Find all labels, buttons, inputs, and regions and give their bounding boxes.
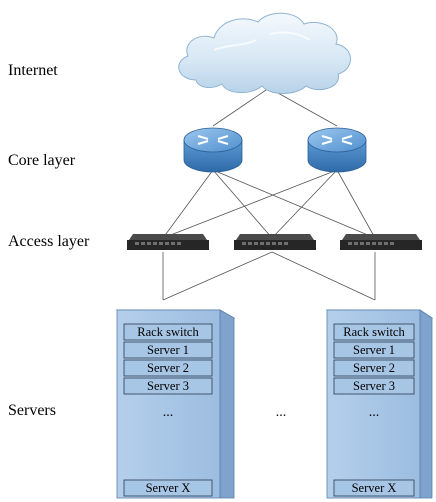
link-core1-access2 — [212, 169, 273, 239]
server-slot — [123, 341, 213, 359]
server-label: Server 3 — [353, 379, 395, 393]
connection-lines — [162, 87, 376, 301]
server-rack-1: Rack switch Server 1 Server 2 Server 3 .… — [115, 309, 236, 499]
server-rack-2: Rack switch Server 1 Server 2 Server 3 .… — [325, 309, 434, 499]
rack-ellipsis: ... — [163, 405, 174, 420]
router-icon — [183, 127, 243, 173]
between-racks-ellipsis: ... — [276, 405, 287, 420]
layer-label-internet: Internet — [8, 62, 58, 79]
link-core1-access1 — [162, 169, 214, 239]
server-x-label: Server X — [352, 481, 397, 495]
server-label: Server 2 — [353, 361, 395, 375]
link-internet-router-2 — [268, 87, 338, 127]
link-core2-access3 — [336, 169, 376, 239]
server-label: Server 1 — [147, 343, 189, 357]
server-slot — [123, 479, 213, 497]
network-switch-icon — [234, 234, 316, 250]
rack-switch-label: Rack switch — [343, 325, 405, 339]
server-label: Server 3 — [147, 379, 189, 393]
link-core2-access1 — [162, 169, 338, 239]
link-access2-rack2 — [271, 251, 376, 301]
link-internet-router-1 — [212, 87, 270, 127]
network-switch-icon — [340, 234, 422, 250]
server-label: Server 1 — [353, 343, 395, 357]
network-switch-icon — [127, 234, 209, 250]
link-core2-access2 — [271, 169, 338, 239]
rack-switch-slot — [123, 323, 213, 341]
server-slot — [333, 377, 415, 395]
link-core1-access3 — [212, 169, 376, 239]
rack-switch-label: Rack switch — [137, 325, 199, 339]
server-slot — [333, 359, 415, 377]
cloud-icon — [178, 12, 351, 94]
layer-label-access: Access layer — [8, 233, 90, 250]
server-slot — [333, 341, 415, 359]
router-icon — [307, 127, 367, 173]
server-slot — [333, 479, 415, 497]
layer-label-servers: Servers — [8, 402, 56, 419]
rack-ellipsis: ... — [369, 405, 380, 420]
server-slot — [123, 359, 213, 377]
link-rack1-access2 — [162, 251, 273, 301]
server-slot — [123, 377, 213, 395]
server-label: Server 2 — [147, 361, 189, 375]
rack-switch-slot — [333, 323, 415, 341]
layer-label-core: Core layer — [8, 152, 76, 169]
server-x-label: Server X — [146, 481, 191, 495]
